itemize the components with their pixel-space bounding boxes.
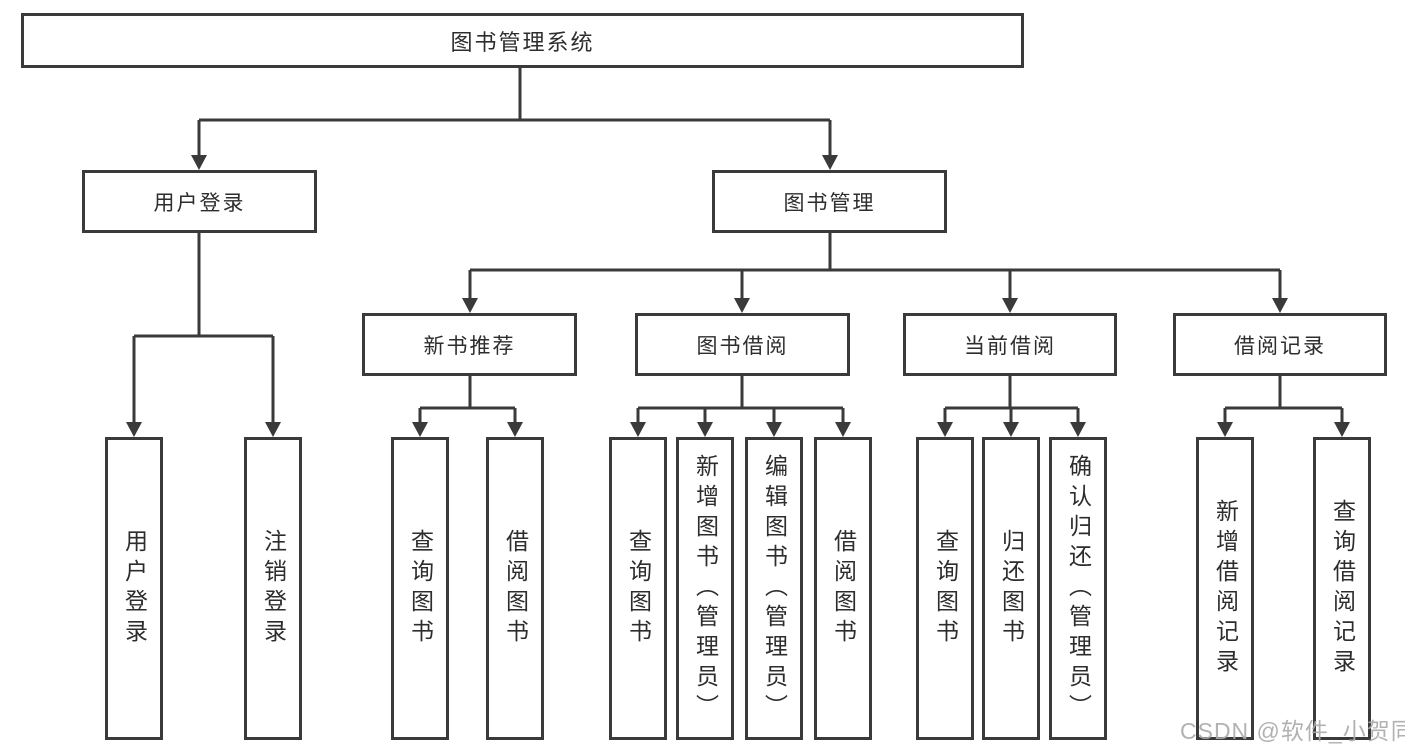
leaf-current-return-books: 归还图书 <box>982 437 1040 740</box>
connector-user-login-arrowheads <box>126 422 281 437</box>
connector-root <box>197 68 832 157</box>
connector-borrow-records-arrowheads <box>1217 422 1350 437</box>
connector-book-management-arrowheads <box>462 298 1288 313</box>
connector-new-book-arrowheads <box>412 422 523 437</box>
connector-root-arrowheads <box>191 155 838 170</box>
connector-borrow-records <box>1223 376 1344 424</box>
node-current-borrow: 当前借阅 <box>903 313 1117 376</box>
node-root: 图书管理系统 <box>21 13 1024 68</box>
connector-current-borrow <box>943 376 1080 424</box>
leaf-records-query-record: 查询借阅记录 <box>1313 437 1371 740</box>
connector-book-borrow <box>636 376 845 424</box>
connector-book-management <box>468 233 1282 300</box>
leaf-logout: 注销登录 <box>244 437 302 740</box>
connector-current-borrow-arrowheads <box>937 422 1086 437</box>
node-new-book-recommend: 新书推荐 <box>362 313 577 376</box>
leaf-current-confirm-return-admin: 确认归还（管理员） <box>1049 437 1107 740</box>
connector-user-login <box>132 233 275 424</box>
leaf-newbook-borrow-books: 借阅图书 <box>486 437 544 740</box>
node-borrow-records: 借阅记录 <box>1173 313 1387 376</box>
leaf-borrow-query-books: 查询图书 <box>609 437 667 740</box>
connector-book-borrow-arrowheads <box>630 422 851 437</box>
leaf-current-query-books: 查询图书 <box>916 437 974 740</box>
leaf-user-login: 用户登录 <box>105 437 163 740</box>
leaf-borrow-borrow-books: 借阅图书 <box>814 437 872 740</box>
leaf-records-add-record: 新增借阅记录 <box>1196 437 1254 740</box>
csdn-watermark: CSDN @软件_小贺同学 <box>1180 718 1405 744</box>
node-user-login: 用户登录 <box>82 170 317 233</box>
leaf-borrow-add-books-admin: 新增图书（管理员） <box>676 437 734 740</box>
leaf-newbook-query-books: 查询图书 <box>391 437 449 740</box>
node-book-management: 图书管理 <box>712 170 947 233</box>
leaf-borrow-edit-books-admin: 编辑图书（管理员） <box>745 437 803 740</box>
node-book-borrow: 图书借阅 <box>635 313 850 376</box>
connector-new-book <box>418 376 517 424</box>
